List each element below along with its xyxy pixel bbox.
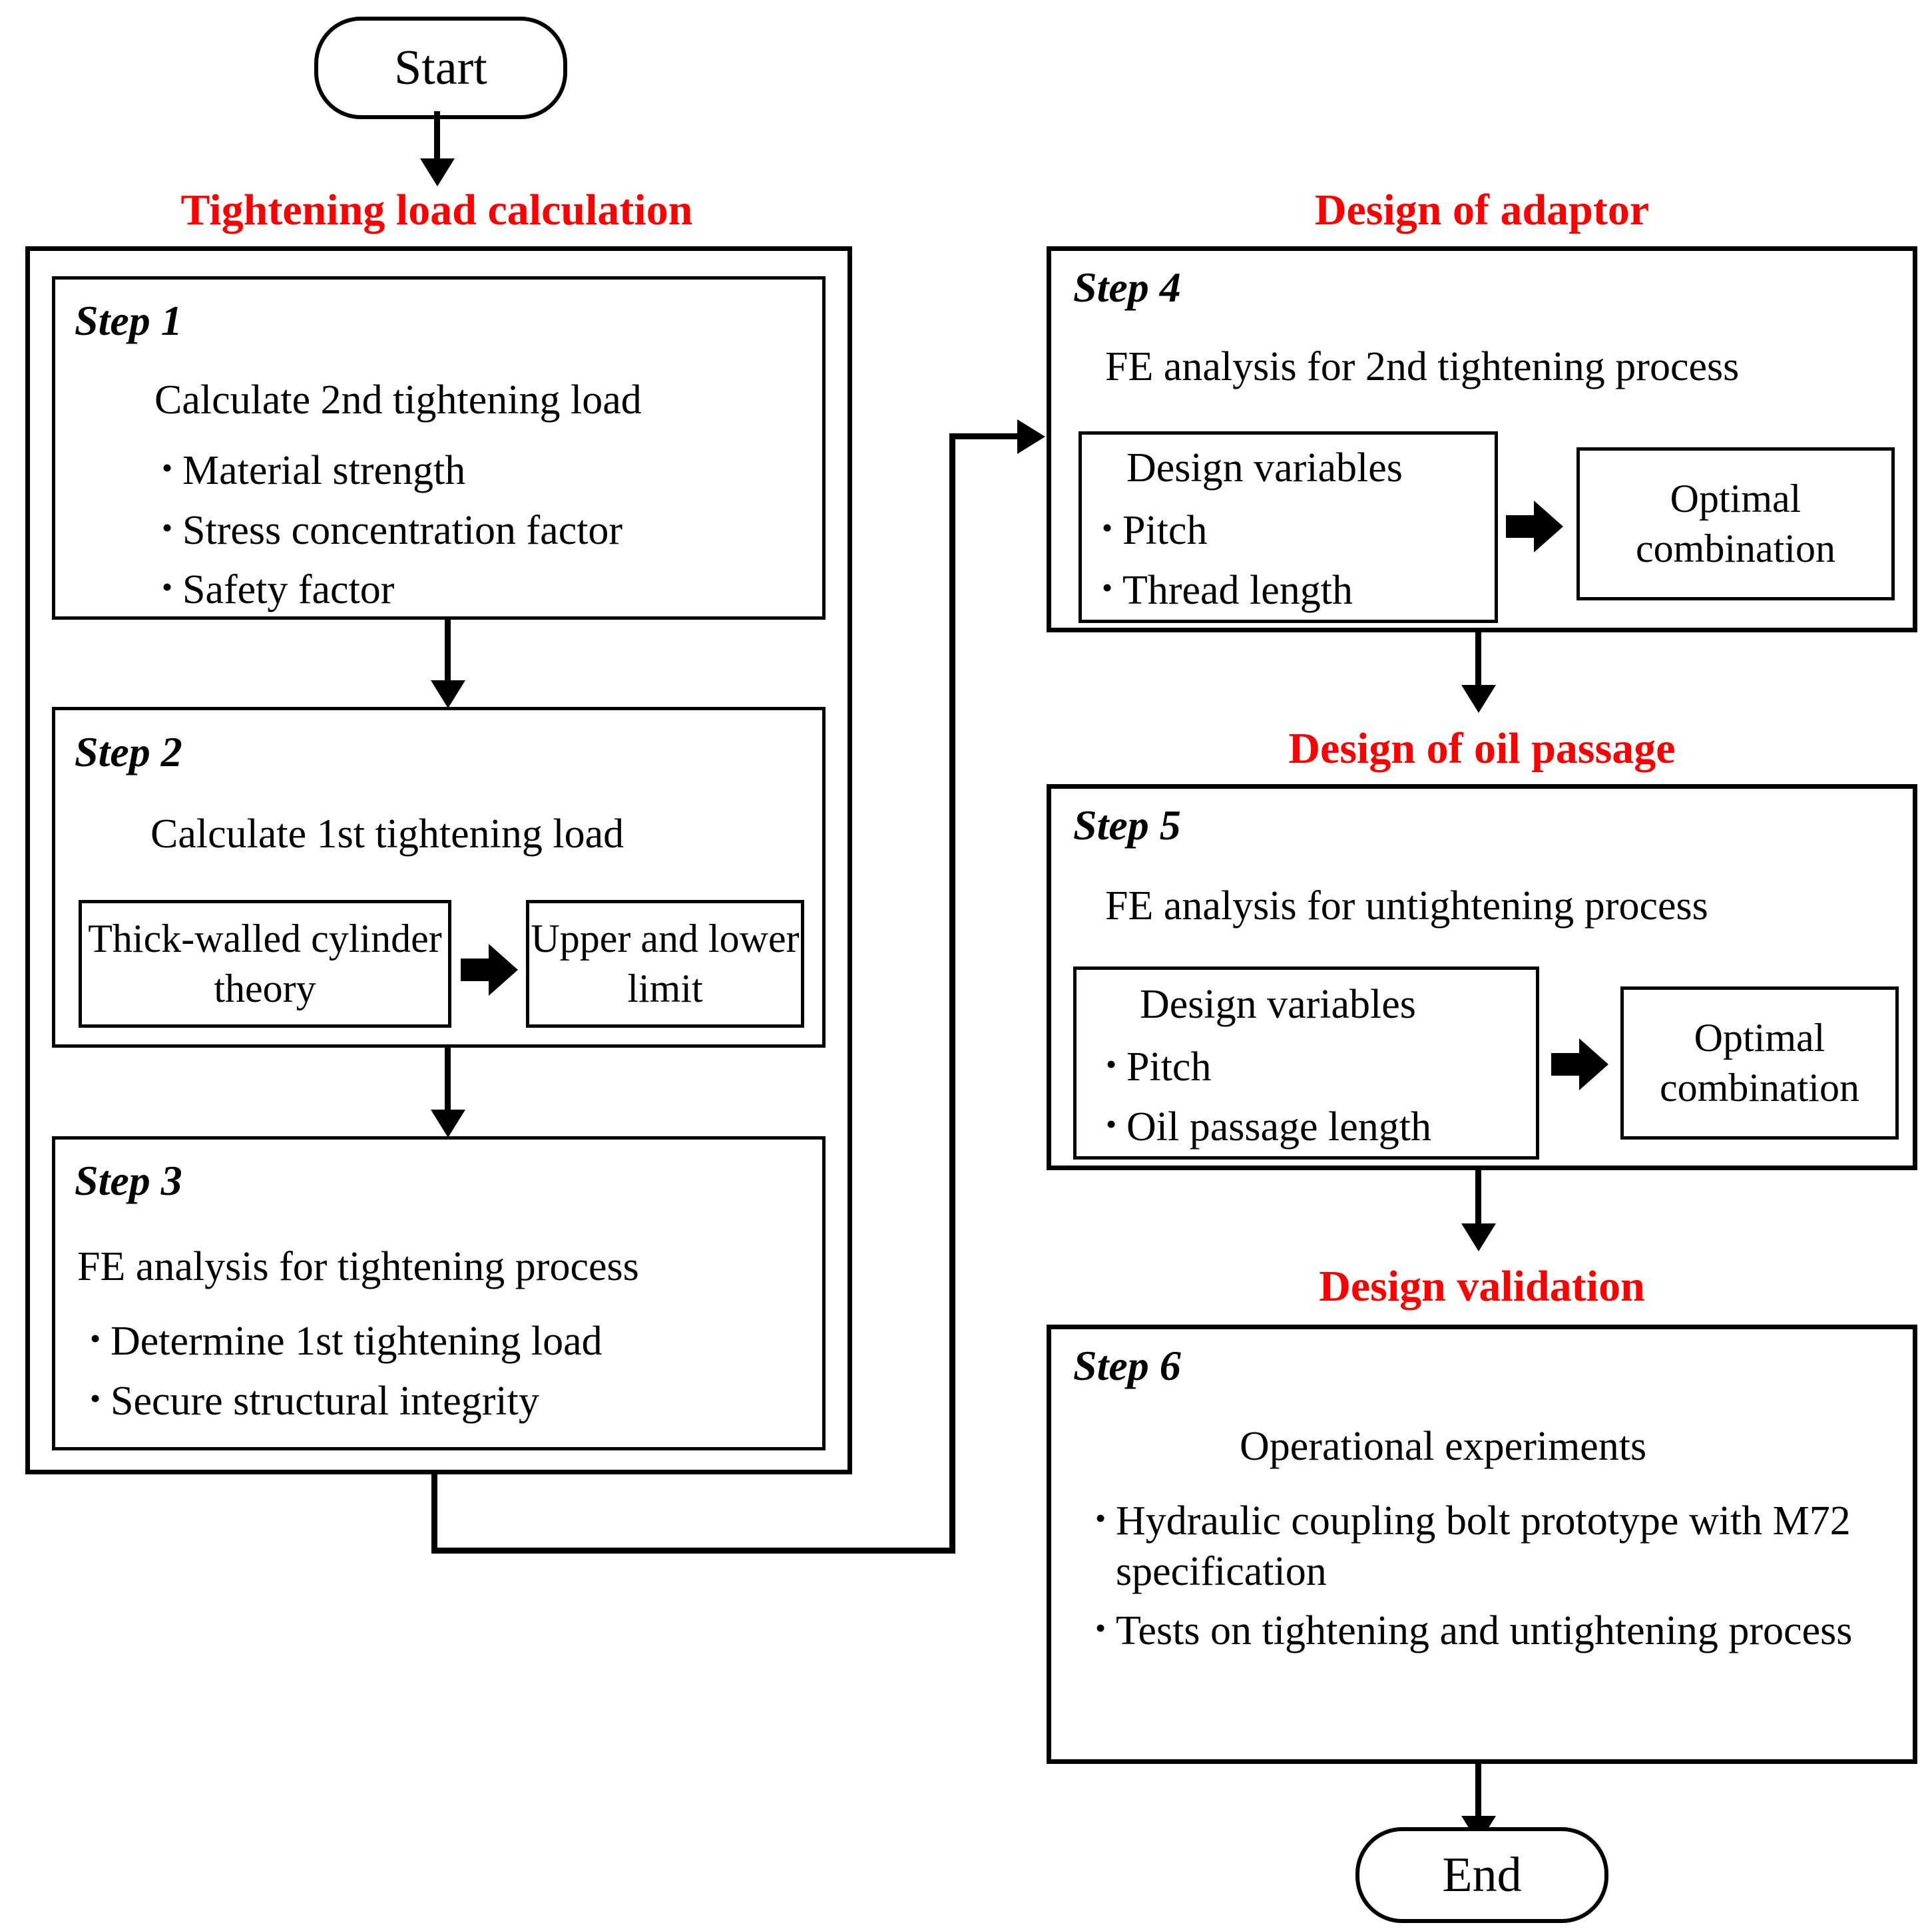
step-1-headline: Calculate 2nd tightening load xyxy=(154,377,642,423)
end-terminator: End xyxy=(1355,1827,1608,1923)
step-2-subbox-theory-label: Thick-walled cylinder theory xyxy=(88,917,442,1010)
start-label: Start xyxy=(394,41,487,95)
end-label: End xyxy=(1442,1848,1522,1902)
bullet-dot-icon: • xyxy=(89,1381,101,1415)
list-item: • Secure structural integrity xyxy=(80,1377,799,1427)
step-6-bullet-1: Tests on tightening and untightening pro… xyxy=(1116,1608,1853,1654)
step-4-headline: FE analysis for 2nd tightening process xyxy=(1105,344,1740,389)
bullet-dot-icon: • xyxy=(1101,570,1113,604)
connector-step4-to-step5-arrowhead xyxy=(1461,685,1496,713)
step-6-bullets: • Hydraulic coupling bolt prototype with… xyxy=(1085,1496,1896,1666)
step-2-subbox-limits: Upper and lower limit xyxy=(526,900,804,1028)
group-title-design-of-adaptor: Design of adaptor xyxy=(1314,186,1650,234)
bullet-dot-icon: • xyxy=(161,451,173,485)
step-5-bullet-1: Oil passage length xyxy=(1126,1104,1432,1150)
bullet-dot-icon: • xyxy=(161,510,173,544)
start-terminator: Start xyxy=(314,17,567,119)
list-item: • Stress concentration factor xyxy=(152,506,784,556)
step-4-bullet-1: Thread length xyxy=(1122,567,1353,613)
list-item: • Hydraulic coupling bolt prototype with… xyxy=(1085,1496,1896,1597)
connector-step2-to-step3-arrowhead xyxy=(431,1110,465,1138)
step-4-optimal-combination-label: Optimal combination xyxy=(1636,477,1835,570)
step-6-headline: Operational experiments xyxy=(1240,1424,1647,1469)
connector-step2-to-step3 xyxy=(445,1048,451,1121)
step-5-bullet-0: Pitch xyxy=(1126,1044,1212,1090)
connector-step5-to-step6 xyxy=(1475,1170,1481,1231)
step-5-design-variables-title: Design variables xyxy=(1140,982,1416,1027)
step-4-design-variables-box xyxy=(1079,431,1498,623)
step-4-optimal-combination-box: Optimal combination xyxy=(1576,447,1895,600)
group-title-design-of-oil-passage: Design of oil passage xyxy=(1288,724,1676,773)
step-box-6 xyxy=(1047,1325,1917,1764)
bullet-dot-icon: • xyxy=(1101,511,1113,544)
group-title-design-validation: Design validation xyxy=(1319,1262,1645,1311)
connector-step5-to-step6-arrowhead xyxy=(1461,1223,1496,1251)
connector-step1-to-step2 xyxy=(445,620,451,692)
connector-step4-to-step5 xyxy=(1475,632,1481,694)
connector-group1-to-step4-right xyxy=(431,1548,955,1554)
step-2-headline: Calculate 1st tightening load xyxy=(150,811,624,857)
list-item: • Thread length xyxy=(1092,566,1491,616)
step-label-5: Step 5 xyxy=(1073,801,1181,849)
step-5-design-variables-box xyxy=(1073,966,1539,1160)
list-item: • Determine 1st tightening load xyxy=(80,1317,799,1367)
step-4-design-variables-title: Design variables xyxy=(1126,445,1403,491)
step-5-design-variables-bullets: • Pitch • Oil passage length xyxy=(1096,1042,1535,1162)
step-label-1: Step 1 xyxy=(75,297,182,344)
connector-start-arrowhead xyxy=(420,158,455,186)
bullet-dot-icon: • xyxy=(1105,1106,1117,1141)
step-label-3: Step 3 xyxy=(75,1157,182,1204)
connector-group1-to-step4-down xyxy=(431,1474,437,1553)
step-3-bullet-0: Determine 1st tightening load xyxy=(111,1319,603,1364)
step-5-headline: FE analysis for untightening process xyxy=(1105,883,1708,929)
step-3-headline: FE analysis for tightening process xyxy=(77,1244,639,1289)
step-1-bullet-1: Stress concentration factor xyxy=(182,507,623,553)
step-2-subbox-theory: Thick-walled cylinder theory xyxy=(79,900,451,1028)
step-2-subbox-limits-label: Upper and lower limit xyxy=(531,917,800,1010)
step-box-1 xyxy=(52,276,826,620)
block-arrow-icon-step4 xyxy=(1506,501,1566,552)
connector-step6-to-end xyxy=(1475,1764,1481,1822)
step-label-6: Step 6 xyxy=(1073,1342,1181,1389)
step-4-design-variables-bullets: • Pitch • Thread length xyxy=(1092,506,1491,625)
connector-group1-to-step4-arrowhead xyxy=(1017,419,1045,454)
connector-group1-to-step4-up xyxy=(949,433,955,1552)
step-box-3 xyxy=(52,1136,826,1450)
step-6-bullet-0: Hydraulic coupling bolt prototype with M… xyxy=(1116,1498,1851,1594)
group-title-tightening-load-calculation: Tightening load calculation xyxy=(180,186,693,234)
list-item: • Safety factor xyxy=(152,565,784,616)
connector-group1-to-step4-in xyxy=(949,433,1029,439)
bullet-dot-icon: • xyxy=(1094,1501,1106,1535)
connector-start-to-group1 xyxy=(434,111,440,161)
list-item: • Pitch xyxy=(1096,1042,1535,1093)
block-arrow-icon-step5 xyxy=(1551,1038,1611,1090)
step-5-optimal-combination-label: Optimal combination xyxy=(1660,1016,1859,1110)
step-4-bullet-0: Pitch xyxy=(1122,508,1208,553)
list-item: • Material strength xyxy=(152,446,784,497)
step-5-optimal-combination-box: Optimal combination xyxy=(1620,986,1899,1140)
bullet-dot-icon: • xyxy=(1105,1047,1117,1081)
list-item: • Tests on tightening and untightening p… xyxy=(1085,1606,1896,1657)
step-3-bullet-1: Secure structural integrity xyxy=(111,1378,539,1424)
step-3-bullets: • Determine 1st tightening load • Secure… xyxy=(80,1317,799,1436)
block-arrow-icon-step2 xyxy=(461,944,521,996)
bullet-dot-icon: • xyxy=(161,570,173,604)
connector-step1-to-step2-arrowhead xyxy=(431,680,465,708)
step-label-4: Step 4 xyxy=(1073,264,1181,311)
list-item: • Oil passage length xyxy=(1096,1102,1535,1153)
step-label-2: Step 2 xyxy=(75,728,182,775)
bullet-dot-icon: • xyxy=(89,1321,101,1355)
step-1-bullet-2: Safety factor xyxy=(182,567,395,613)
step-1-bullet-0: Material strength xyxy=(182,448,466,493)
step-1-bullets: • Material strength • Stress concentrati… xyxy=(152,446,784,625)
bullet-dot-icon: • xyxy=(1094,1611,1106,1645)
list-item: • Pitch xyxy=(1092,506,1491,556)
